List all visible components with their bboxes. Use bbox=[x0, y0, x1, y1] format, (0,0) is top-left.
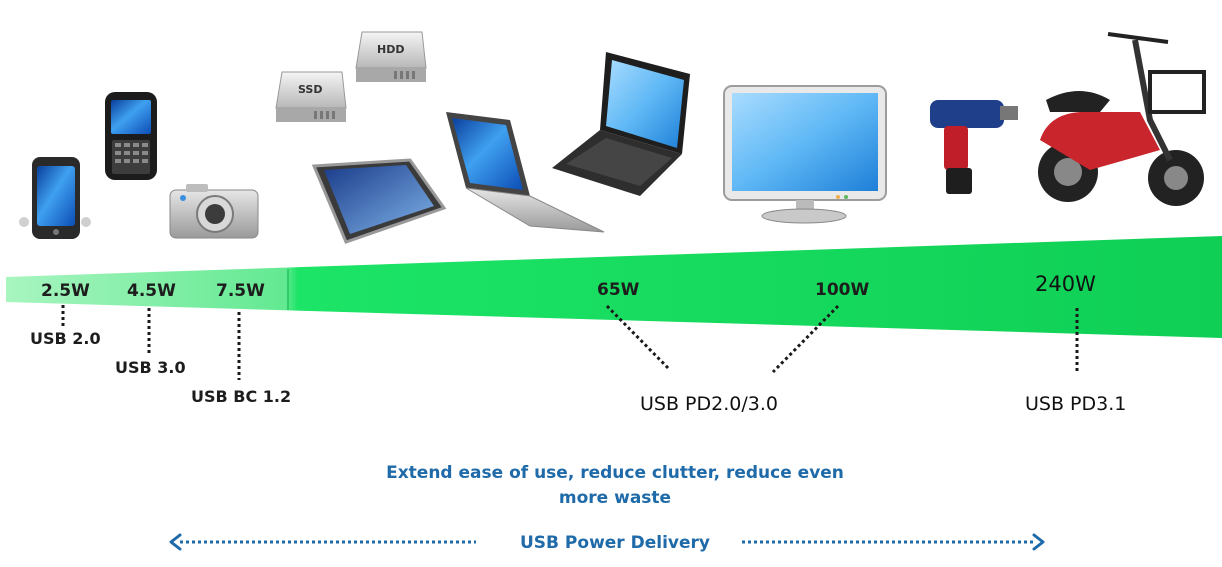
watt-65: 65W bbox=[597, 280, 640, 300]
pd-label: USB Power Delivery bbox=[520, 533, 710, 553]
monitor-icon bbox=[723, 85, 887, 224]
hdd-drive-icon bbox=[355, 31, 427, 82]
watt-240: 240W bbox=[1035, 272, 1096, 296]
label-usb-2-0: USB 2.0 bbox=[30, 329, 101, 348]
watt-2-5: 2.5W bbox=[41, 281, 90, 301]
watt-100: 100W bbox=[815, 280, 870, 300]
dotted-connectors bbox=[61, 304, 1079, 380]
ssd-drive-icon bbox=[275, 71, 347, 122]
power-drill-icon bbox=[930, 100, 1018, 194]
hdd-label: HDD bbox=[377, 43, 404, 56]
watt-7-5: 7.5W bbox=[216, 281, 265, 301]
tagline: Extend ease of use, reduce clutter, redu… bbox=[360, 461, 870, 511]
power-wedge-bar bbox=[6, 236, 1222, 338]
label-usb-bc-1-2: USB BC 1.2 bbox=[191, 387, 292, 406]
e-scooter-icon bbox=[1038, 32, 1206, 206]
camera-icon bbox=[169, 184, 259, 239]
laptop-icon bbox=[446, 112, 605, 233]
label-usb-pd-2-3: USB PD2.0/3.0 bbox=[640, 393, 778, 415]
devices-illustration: SSD HDD bbox=[19, 31, 1206, 244]
right-arrow-icon bbox=[1032, 533, 1045, 551]
tagline-line-1: Extend ease of use, reduce clutter, redu… bbox=[386, 463, 844, 483]
label-usb-3-0: USB 3.0 bbox=[115, 358, 186, 377]
keyboard-phone-icon bbox=[105, 92, 157, 180]
ssd-label: SSD bbox=[298, 83, 322, 96]
left-arrow-icon bbox=[169, 533, 182, 551]
pd-arrows bbox=[169, 533, 1045, 551]
tagline-line-2: more waste bbox=[558, 488, 672, 508]
smartphone-icon bbox=[19, 157, 91, 239]
notebook-icon bbox=[552, 52, 690, 196]
watt-4-5: 4.5W bbox=[127, 281, 176, 301]
tablet-icon bbox=[311, 158, 447, 244]
label-usb-pd-3-1: USB PD3.1 bbox=[1025, 393, 1127, 415]
